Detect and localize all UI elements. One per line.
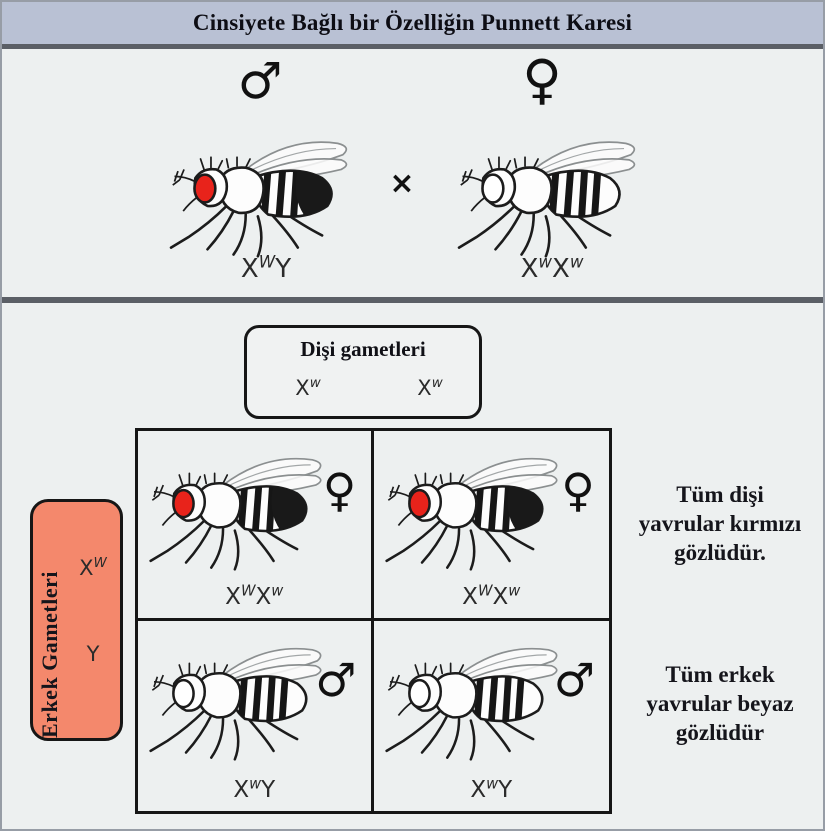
punnett-grid: ♀ XWXw ♀ XWXw ♂ XwY ♂ XwY — [135, 428, 612, 814]
female-gamete-2: Xw — [417, 376, 443, 400]
punnett-cell-top-left: ♀ XWXw — [138, 431, 374, 621]
male-gamete-1: XW — [79, 556, 107, 580]
result-females-text: Tüm dişi yavrular kırmızı gözlüdür. — [638, 482, 802, 565]
offspring-fly-red-eyed — [138, 443, 330, 571]
punnett-cell-bottom-right: ♂ XwY — [373, 621, 609, 811]
offspring-sex-symbol: ♀ — [322, 463, 357, 517]
male-gametes-label: Erkek Gametleri — [37, 571, 62, 738]
male-gametes-box: Erkek Gametleri XW Y — [30, 499, 123, 741]
offspring-fly-red-eyed — [374, 443, 566, 571]
female-gamete-1: Xw — [295, 376, 321, 400]
offspring-genotype: XWXw — [462, 582, 521, 610]
offspring-fly-white-eyed — [374, 633, 566, 761]
offspring-sex-symbol: ♂ — [553, 653, 595, 707]
page-title: Cinsiyete Bağlı bir Özelliğin Punnett Ka… — [192, 10, 633, 35]
offspring-genotype: XWXw — [225, 582, 284, 610]
offspring-fly-white-eyed — [138, 633, 330, 761]
section-divider — [2, 297, 823, 303]
female-parent-symbol: ♀ — [522, 48, 562, 111]
female-gametes-box: Dişi gametleri Xw Xw — [244, 325, 482, 419]
punnett-cell-bottom-left: ♂ XwY — [138, 621, 374, 811]
title-bar: Cinsiyete Bağlı bir Özelliğin Punnett Ka… — [2, 2, 823, 49]
mother-genotype: XwXw — [520, 252, 584, 284]
male-gamete-2: Y — [86, 642, 100, 666]
punnett-cell-top-right: ♀ XWXw — [373, 431, 609, 621]
offspring-genotype: XwY — [470, 775, 513, 803]
female-gametes-label: Dişi gametleri — [300, 337, 426, 361]
offspring-sex-symbol: ♀ — [561, 463, 595, 517]
result-males-text: Tüm erkek yavrular beyaz gözlüdür — [646, 662, 794, 745]
offspring-sex-symbol: ♂ — [315, 653, 357, 707]
offspring-genotype: XwY — [233, 775, 276, 803]
father-fly-red-eyed — [158, 126, 356, 258]
father-genotype: XWY — [240, 252, 292, 284]
mother-fly-white-eyed — [446, 126, 644, 258]
cross-symbol: × — [389, 166, 415, 201]
male-parent-symbol: ♂ — [237, 52, 283, 110]
